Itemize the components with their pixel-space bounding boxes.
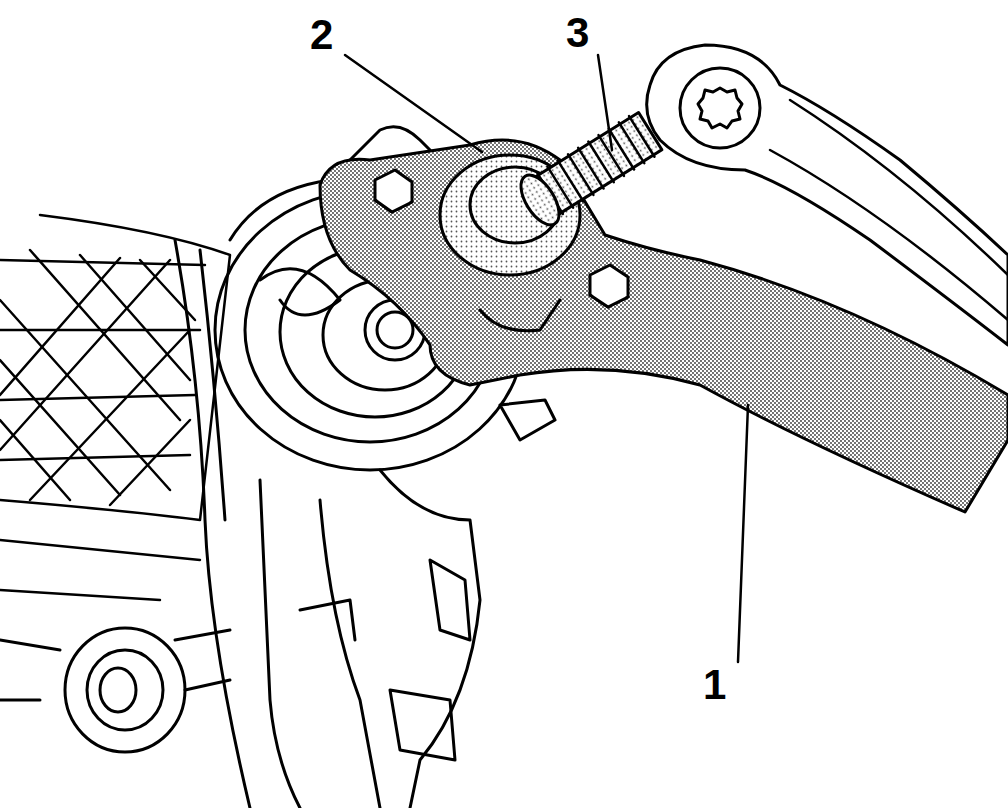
callout-number: 1 xyxy=(703,664,726,706)
callout-number: 3 xyxy=(566,12,589,54)
ratchet-wrench xyxy=(647,45,1008,345)
housing-mesh xyxy=(0,215,230,600)
leader-line xyxy=(345,55,748,662)
forcing-screw xyxy=(513,107,665,231)
bushing xyxy=(65,628,230,752)
callout-number: 2 xyxy=(310,14,333,56)
